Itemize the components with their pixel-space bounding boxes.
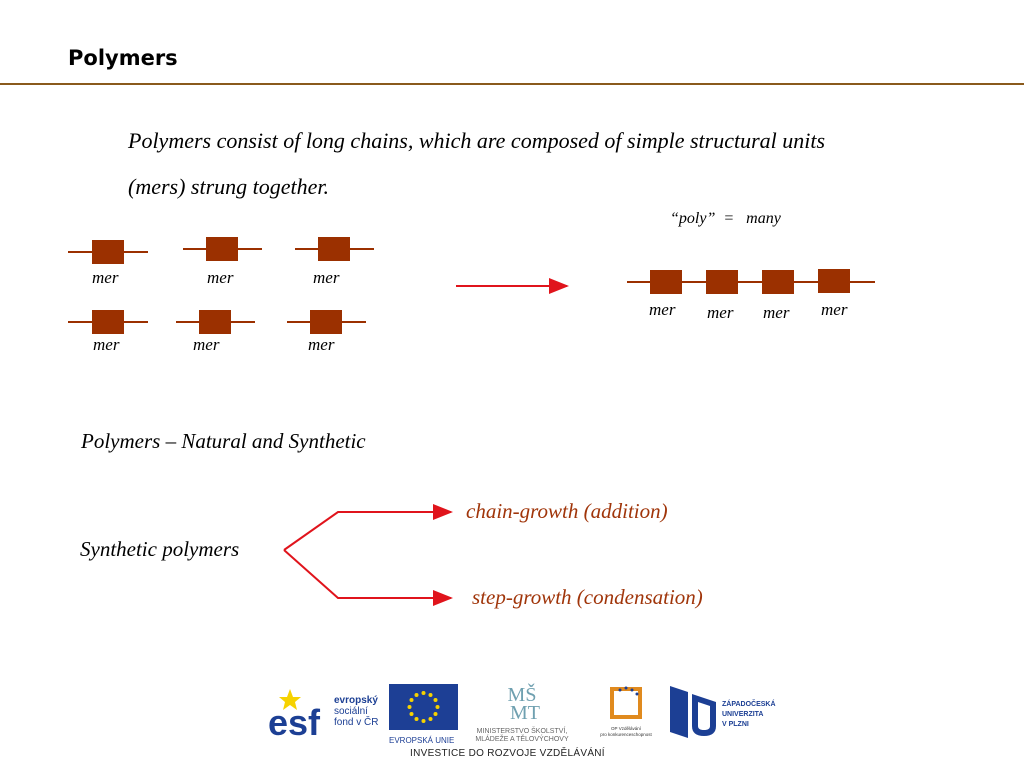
- mer-label: mer: [93, 335, 120, 354]
- mer-label: mer: [707, 303, 734, 322]
- polymer-chain: [627, 269, 875, 294]
- zcu-text: UNIVERZITA: [722, 711, 764, 718]
- natural-synthetic-heading: Polymers – Natural and Synthetic: [81, 429, 366, 453]
- poly-note: “poly” = many: [670, 210, 781, 227]
- mer-label: mer: [207, 268, 234, 287]
- msmt-text: MLÁDEŽE A TĚLOVÝCHOVY: [475, 736, 569, 743]
- slide-title: Polymers: [68, 46, 178, 70]
- svg-text:MŠ: MŠ: [508, 683, 537, 706]
- esf-text: fond v ČR: [334, 717, 379, 728]
- mer-unit: [183, 237, 262, 261]
- mer-unit: [176, 310, 255, 334]
- zcu-text: ZÁPADOČESKÁ: [722, 701, 776, 708]
- title-divider: [0, 83, 1024, 85]
- mer-unit: [295, 237, 374, 261]
- branch-arrows: [283, 504, 453, 606]
- footer-tagline: INVESTICE DO ROZVOJE VZDĚLÁVÁNÍ: [410, 748, 605, 759]
- step-growth-label: step-growth (condensation): [472, 585, 703, 609]
- mer-label: mer: [649, 300, 676, 319]
- esf-text: evropský: [334, 695, 378, 706]
- op-text: pro konkurenceschopnost: [600, 732, 652, 737]
- esf-logo: esf evropský sociální fond v ČR: [266, 683, 386, 743]
- synthetic-polymers-label: Synthetic polymers: [80, 537, 240, 561]
- intro-text: Polymers consist of long chains, which a…: [128, 128, 826, 199]
- zcu-text: V PLZNI: [722, 721, 749, 728]
- esf-text: sociální: [334, 706, 368, 717]
- chain-growth-label: chain-growth (addition): [466, 499, 668, 523]
- mer-unit: [287, 310, 366, 334]
- svg-text:MT: MT: [510, 702, 540, 723]
- eu-logo: EVROPSKÁ UNIE: [389, 684, 458, 745]
- mer-label: mer: [763, 303, 790, 322]
- mer-label: mer: [193, 335, 220, 354]
- mer-label: mer: [821, 300, 848, 319]
- msmt-logo: MŠ MT MINISTERSTVO ŠKOLSTVÍ, MLÁDEŽE A T…: [462, 682, 582, 743]
- op-logo: OP Vzdělávání pro konkurenceschopnost: [600, 685, 652, 740]
- op-text: OP Vzdělávání: [611, 726, 641, 731]
- mer-label: mer: [308, 335, 335, 354]
- zcu-logo: ZÁPADOČESKÁ UNIVERZITA V PLZNI: [668, 684, 783, 742]
- mer-label: mer: [313, 268, 340, 287]
- mer-label: mer: [92, 268, 119, 287]
- mer-unit: [68, 310, 148, 334]
- eu-label: EVROPSKÁ UNIE: [389, 736, 455, 745]
- mer-unit: [68, 240, 148, 264]
- svg-text:esf: esf: [268, 702, 321, 741]
- msmt-text: MINISTERSTVO ŠKOLSTVÍ,: [476, 728, 568, 735]
